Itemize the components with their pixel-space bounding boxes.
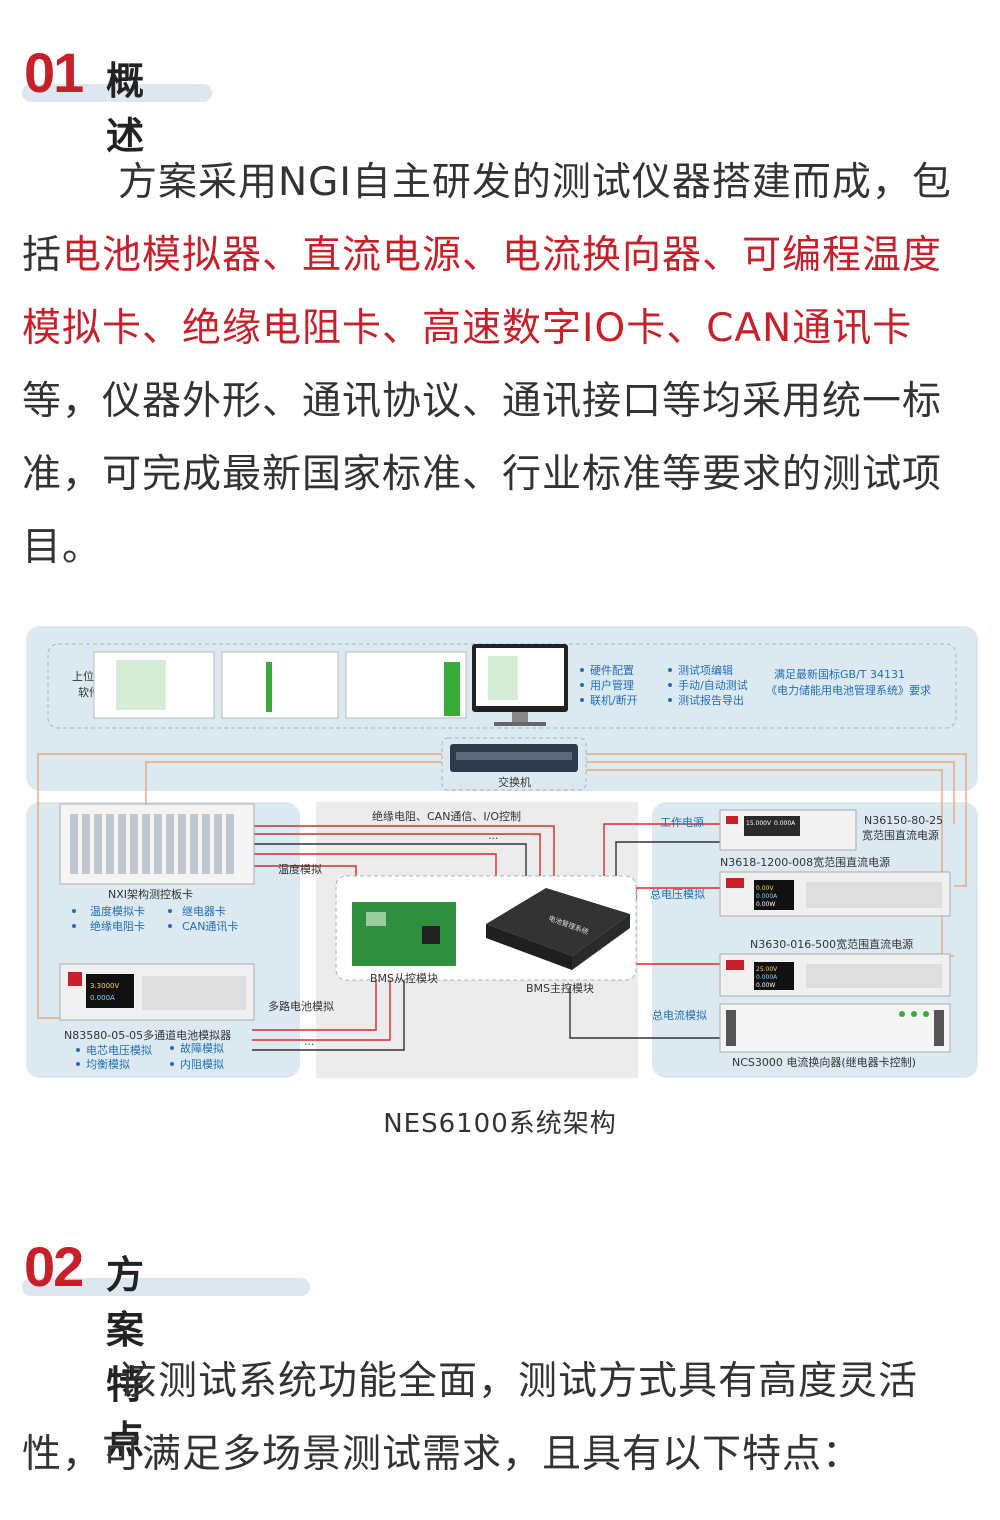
total-voltage-label: 总电压模拟 (650, 887, 705, 901)
svg-text:0.00V: 0.00V (756, 885, 774, 892)
nxi-slots (70, 814, 234, 874)
svg-text:故障模拟: 故障模拟 (180, 1041, 224, 1055)
feature-item: 联机/断开 (590, 693, 638, 707)
svg-text:CAN通讯卡: CAN通讯卡 (182, 920, 238, 933)
software-screenshots (93, 644, 568, 726)
svg-text:0.000A: 0.000A (774, 820, 796, 827)
section-title: 方案特点 (106, 1253, 145, 1462)
svg-text:均衡模拟: 均衡模拟 (86, 1057, 130, 1071)
svg-text:绝缘电阻卡: 绝缘电阻卡 (90, 919, 145, 933)
standard-text-2: 《电力储能用电池管理系统》要求 (766, 683, 931, 697)
svg-text:内阻模拟: 内阻模拟 (180, 1057, 224, 1071)
bms-slave-board (352, 902, 456, 966)
section-number: 01 (24, 41, 84, 104)
bms-slave-label: BMS从控模块 (370, 971, 438, 985)
ncs-label: NCS3000 电流换向器(继电器卡控制) (732, 1055, 916, 1069)
svg-text:电芯电压模拟: 电芯电压模拟 (86, 1043, 152, 1057)
battery-feature-list: 电芯电压模拟 故障模拟 均衡模拟 内阻模拟 (76, 1041, 224, 1071)
para-tail: 等，仪器外形、通讯协议、通讯接口等均采用统一标准，可完成最新国家标准、行业标准等… (22, 379, 943, 570)
nxi-label: NXI架构测控板卡 (108, 887, 193, 901)
svg-text:温度模拟卡: 温度模拟卡 (90, 904, 145, 918)
system-architecture-diagram: 上位机 软件 硬件配置 用户管理 联机/断开 测试项编辑 手动/自动测试 测试报… (26, 626, 978, 1078)
battery-sim-label: N83580-05-05多通道电池模拟器 (64, 1028, 231, 1042)
feature-item: 用户管理 (590, 678, 634, 692)
overview-paragraph: 方案采用NGI自主研发的测试仪器搭建而成，包括电池模拟器、直流电源、电流换向器、… (22, 146, 982, 584)
switch-box (441, 737, 587, 791)
svg-text:15.000V: 15.000V (746, 820, 772, 827)
svg-text:0.000A: 0.000A (756, 974, 778, 981)
bms-master-label: BMS主控模块 (526, 981, 594, 995)
feature-list-1: 硬件配置 用户管理 联机/断开 (580, 664, 638, 707)
temp-sim-label: 温度模拟 (278, 862, 322, 876)
connection-lines (37, 753, 967, 1051)
psu1-label-2: 宽范围直流电源 (862, 828, 939, 842)
switch-label: 交换机 (498, 775, 531, 789)
total-current-label: 总电流模拟 (652, 1008, 707, 1022)
ellipsis-1: ... (488, 829, 499, 842)
feature-item: 硬件配置 (590, 664, 634, 677)
svg-text:继电器卡: 继电器卡 (182, 905, 226, 918)
ncs-device (719, 1003, 951, 1053)
svg-text:0.00W: 0.00W (756, 901, 775, 908)
multi-battery-label: 多路电池模拟 (268, 999, 334, 1013)
svg-text:0.000A: 0.000A (756, 893, 778, 900)
features-paragraph: 该测试系统功能全面，测试方式具有高度灵活性，可满足多场景测试需求，且具有以下特点… (22, 1345, 982, 1491)
feature-item: 测试项编辑 (678, 663, 733, 677)
svg-text:0.00W: 0.00W (756, 982, 775, 989)
section-underline (22, 1278, 310, 1296)
feature-list-2: 测试项编辑 手动/自动测试 测试报告导出 (668, 663, 748, 707)
svg-text:0.000A: 0.000A (90, 994, 115, 1002)
standard-text-1: 满足最新国标GB/T 34131 (774, 667, 905, 681)
diagram-caption: NES6100系统架构 (383, 1109, 617, 1139)
psu3-label: N3630-016-500宽范围直流电源 (750, 937, 913, 951)
psu2-label: N3618-1200-008宽范围直流电源 (720, 855, 890, 869)
nxi-card-list: 温度模拟卡 继电器卡 绝缘电阻卡 CAN通讯卡 (72, 904, 238, 933)
section-title: 概述 (106, 59, 145, 158)
work-power-label: 工作电源 (660, 815, 704, 829)
para-highlight: 电池模拟器、直流电源、电流换向器、可编程温度模拟卡、绝缘电阻卡、高速数字IO卡、… (22, 233, 943, 351)
top-bus-label: 绝缘电阻、CAN通信、I/O控制 (372, 809, 521, 823)
section-underline (22, 84, 212, 102)
para-lead: 方案采用NGI自主研发的测试仪器搭建而成，包括 (22, 160, 952, 278)
bms-master-device (486, 888, 630, 956)
psu1-label: N36150-80-25 (864, 814, 943, 827)
feature-item: 测试报告导出 (678, 693, 744, 707)
para-text: 该测试系统功能全面，测试方式具有高度灵活性，可满足多场景测试需求，且具有以下特点… (22, 1359, 919, 1477)
feature-item: 手动/自动测试 (678, 678, 748, 692)
svg-text:3.3000V: 3.3000V (90, 982, 119, 990)
svg-text:25.00V: 25.00V (756, 966, 778, 973)
section-number: 02 (24, 1235, 84, 1298)
ellipsis-2: ... (304, 1035, 315, 1048)
